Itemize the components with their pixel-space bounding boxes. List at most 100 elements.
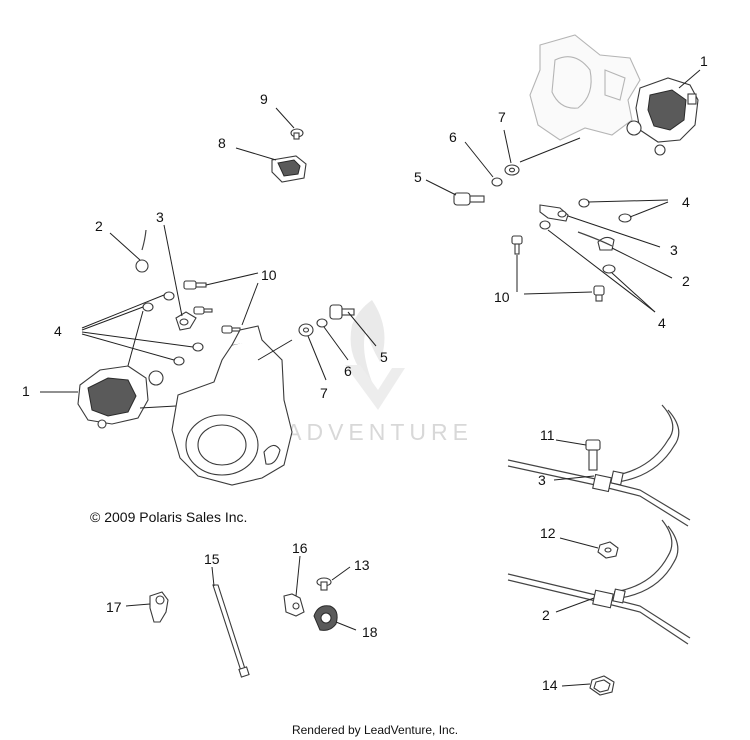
callout-7-mid: 7 xyxy=(320,385,328,401)
callout-3-clip: 3 xyxy=(538,472,546,488)
fitting-17 xyxy=(149,591,169,623)
bolt-10-right-lower xyxy=(593,285,605,302)
brake-caliper-left xyxy=(77,365,164,429)
leader-6-right xyxy=(464,141,494,178)
clip-assembly-3 xyxy=(507,404,691,527)
screw-9 xyxy=(290,128,304,140)
leader-9 xyxy=(275,107,295,129)
leader-10a-left xyxy=(205,272,259,286)
leader-4b-left xyxy=(81,306,144,331)
leader-4a-left xyxy=(81,294,165,329)
leader-7-right xyxy=(503,129,512,164)
bracket-8 xyxy=(271,155,307,183)
callout-14: 14 xyxy=(542,677,558,693)
callout-11: 11 xyxy=(540,427,555,443)
rear-knuckle-ghost xyxy=(529,34,641,141)
leader-4b-right xyxy=(629,201,669,218)
leader-5-right xyxy=(425,179,457,196)
rear-knuckle-left xyxy=(171,325,293,486)
nut-12 xyxy=(597,541,619,559)
leader-7-mid xyxy=(307,335,327,381)
bolt-11 xyxy=(585,439,601,471)
callout-9: 9 xyxy=(260,91,268,107)
callout-16: 16 xyxy=(292,540,308,556)
callout-10-left: 10 xyxy=(261,267,277,283)
callout-3-right: 3 xyxy=(670,242,678,258)
leader-10b-left xyxy=(241,282,259,326)
leader-4e-left xyxy=(125,310,144,374)
leader-2-right xyxy=(611,247,673,279)
leader-3-right xyxy=(567,215,661,248)
callout-13: 13 xyxy=(354,557,370,573)
washers-4-right-top xyxy=(539,198,632,230)
footer-credit: Rendered by LeadVenture, Inc. xyxy=(292,723,458,737)
callout-1-right: 1 xyxy=(700,53,708,69)
cable-tie-15 xyxy=(212,584,250,678)
callout-2-clip: 2 xyxy=(542,607,550,623)
leader-8 xyxy=(235,147,277,161)
washers-4-left xyxy=(142,291,204,366)
copyright-text: © 2009 Polaris Sales Inc. xyxy=(90,509,247,525)
leader-4d-left xyxy=(81,333,175,361)
leader-15 xyxy=(211,566,215,587)
leader-3-left xyxy=(163,224,183,317)
nut-14 xyxy=(589,675,615,696)
callout-15: 15 xyxy=(204,551,220,567)
callout-2-right: 2 xyxy=(682,273,690,289)
clip-2-right xyxy=(577,231,615,251)
leader-18 xyxy=(335,621,357,631)
leader-13 xyxy=(331,566,351,581)
leader-11 xyxy=(555,439,587,446)
callout-2-left: 2 xyxy=(95,218,103,234)
washer-6-mid xyxy=(316,318,328,328)
callout-4-right-top: 4 xyxy=(682,194,690,210)
leader-knuckle-left xyxy=(257,339,293,361)
clip-2-left xyxy=(135,229,149,273)
leader-4c-left xyxy=(81,331,194,348)
washer-6-right xyxy=(491,177,503,187)
callout-6-mid: 6 xyxy=(344,363,352,379)
bolt-5-right xyxy=(453,192,485,206)
washer-7-right xyxy=(504,164,520,176)
leader-4a-right xyxy=(587,199,669,203)
leader-2-clip xyxy=(555,597,595,613)
watermark-logo xyxy=(345,300,405,410)
bracket-16 xyxy=(283,593,305,617)
washer-7-mid xyxy=(298,323,314,337)
callout-7-right: 7 xyxy=(498,109,506,125)
brake-line-end-3-right xyxy=(539,204,569,222)
callout-1-left: 1 xyxy=(22,383,30,399)
leader-16 xyxy=(295,555,301,597)
callout-5-mid: 5 xyxy=(380,349,388,365)
leader-14 xyxy=(561,683,591,687)
leader-1-to-knuckle xyxy=(139,405,177,409)
leader-1-right xyxy=(678,69,701,89)
bolt-10-right-upper xyxy=(511,235,523,255)
callout-8: 8 xyxy=(218,135,226,151)
leader-12 xyxy=(559,537,599,549)
clip-assembly-2 xyxy=(507,519,691,645)
brake-caliper-right xyxy=(626,77,699,156)
bolts-10-left xyxy=(183,280,241,334)
callout-17: 17 xyxy=(106,599,122,615)
callout-12: 12 xyxy=(540,525,556,541)
leader-17 xyxy=(125,603,151,607)
leader-6-mid xyxy=(323,326,349,361)
bolt-5-mid xyxy=(329,304,355,320)
clamp-18 xyxy=(313,605,338,631)
callout-10-right: 10 xyxy=(494,289,510,305)
leader-3-clip xyxy=(553,475,595,481)
callout-3-left: 3 xyxy=(156,209,164,225)
leader-4c-right xyxy=(547,229,656,313)
callout-4-left: 4 xyxy=(54,323,62,339)
callout-18: 18 xyxy=(362,624,378,640)
washer-4-right-lower xyxy=(602,264,616,274)
callout-6-right: 6 xyxy=(449,129,457,145)
leader-10b-right xyxy=(523,291,593,295)
callout-5-right: 5 xyxy=(414,169,422,185)
leader-5-mid xyxy=(347,311,377,347)
screw-13 xyxy=(316,577,332,591)
leader-4d-right xyxy=(611,272,656,313)
